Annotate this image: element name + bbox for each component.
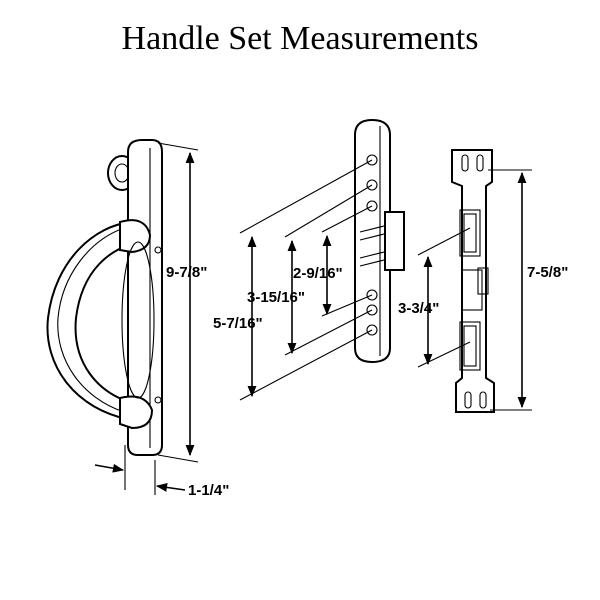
handle-height-dimension xyxy=(157,142,199,463)
strike-plate-drawing xyxy=(451,149,495,413)
diagram-title: Handle Set Measurements xyxy=(121,20,479,57)
handle-depth-dimension xyxy=(94,445,186,495)
strike-dimension-arrows xyxy=(423,171,527,409)
mortise-plate-drawing xyxy=(354,118,405,364)
mortise-middle-label: 3-15/16" xyxy=(247,289,305,306)
strike-inner-label: 3-3/4" xyxy=(398,300,439,317)
handle-height-label: 9-7/8" xyxy=(166,264,207,281)
mortise-outer-label: 5-7/16" xyxy=(213,315,263,332)
strike-outer-label: 7-5/8" xyxy=(527,264,568,281)
mortise-inner-label: 2-9/16" xyxy=(293,265,343,282)
mortise-dimension-arrows xyxy=(247,234,332,398)
handle-drawing xyxy=(46,139,163,456)
handle-depth-label: 1-1/4" xyxy=(188,482,229,499)
